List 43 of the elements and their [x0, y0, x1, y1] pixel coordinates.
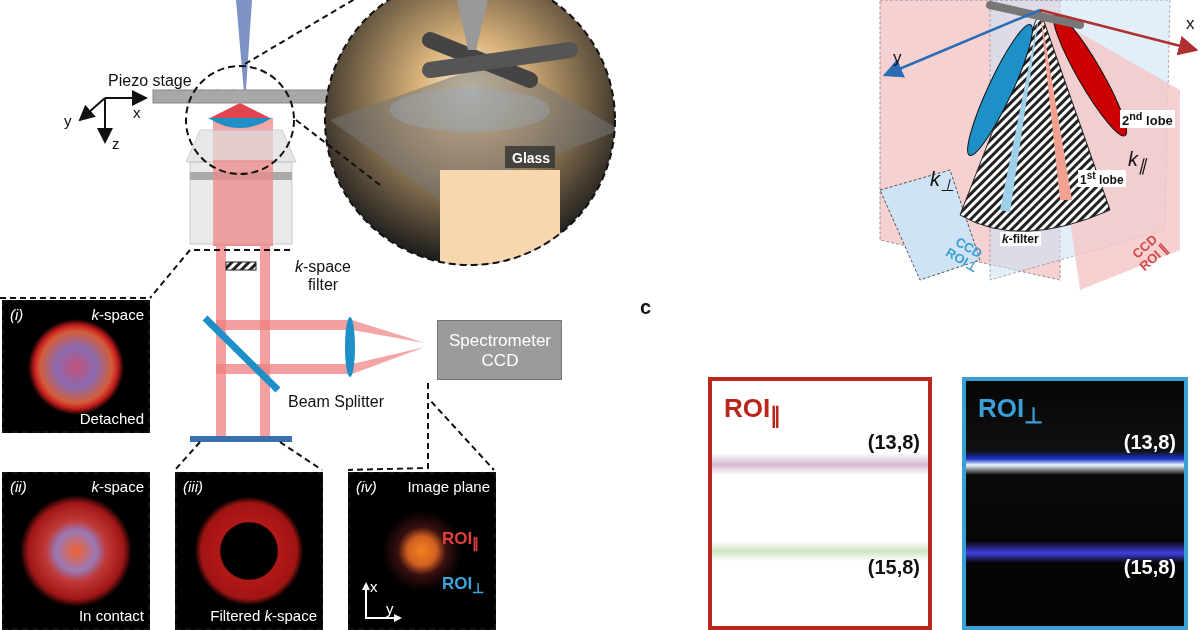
caption-text: In contact [78, 607, 144, 624]
spectrometer-box [437, 320, 562, 380]
spectrum-image-panel [708, 377, 932, 630]
image-plane-panel [348, 472, 496, 630]
roi-label: ROI$_{∥}$ [724, 393, 782, 430]
wavevector-label: k$_{∥}$ [1128, 148, 1146, 176]
panel-letter: c [640, 296, 652, 319]
axis-label: x [1186, 14, 1195, 34]
wavevector-label: k$_{⊥}$ [930, 168, 955, 196]
panel-label: (i) [10, 306, 24, 323]
part-label: Beam Splitter [288, 393, 385, 411]
part-label: k-filter [1000, 232, 1041, 246]
panel-label: (ii) [10, 478, 27, 495]
mode-label: (13,8) [1123, 431, 1176, 454]
part-label: 1$^{st}$ lobe [1078, 170, 1126, 187]
part-label: Piezo stage [108, 72, 192, 90]
caption-text: Image plane [407, 478, 490, 495]
k-space-image-panel [2, 300, 150, 433]
axis-label: y [893, 48, 902, 68]
axis-label: y [64, 112, 72, 129]
mode-label: (15,8) [867, 556, 920, 579]
axis-label: z [112, 135, 120, 152]
roi-label: ROI$_{∥}$ [442, 529, 480, 552]
panel-label: (iv) [356, 478, 377, 495]
axis-label: y [386, 600, 394, 617]
k-space-image-panel [2, 472, 150, 630]
caption-text: Detached [79, 410, 144, 427]
roi-label: ROI$_{⊥}$ [978, 393, 1044, 430]
part-label: k-space filter [294, 258, 352, 294]
roi-label: ROI$_{⊥}$ [442, 574, 485, 597]
part-label: 2$^{nd}$ lobe [1120, 110, 1175, 129]
axis-label: x [133, 104, 141, 121]
panel-label: (iii) [183, 478, 203, 495]
spectrum-image-panel [962, 377, 1188, 630]
caption-text: k-space [91, 478, 144, 495]
mode-label: (15,8) [1123, 556, 1176, 579]
caption-text: Filtered k-space [210, 607, 317, 624]
part-label: Glass [512, 150, 551, 166]
caption-text: k-space [91, 306, 144, 323]
axis-label: x [370, 578, 378, 595]
instrument-label: Spectrometer CCD [447, 331, 552, 371]
mode-label: (13,8) [867, 431, 920, 454]
filtered-k-space-panel [175, 472, 323, 630]
